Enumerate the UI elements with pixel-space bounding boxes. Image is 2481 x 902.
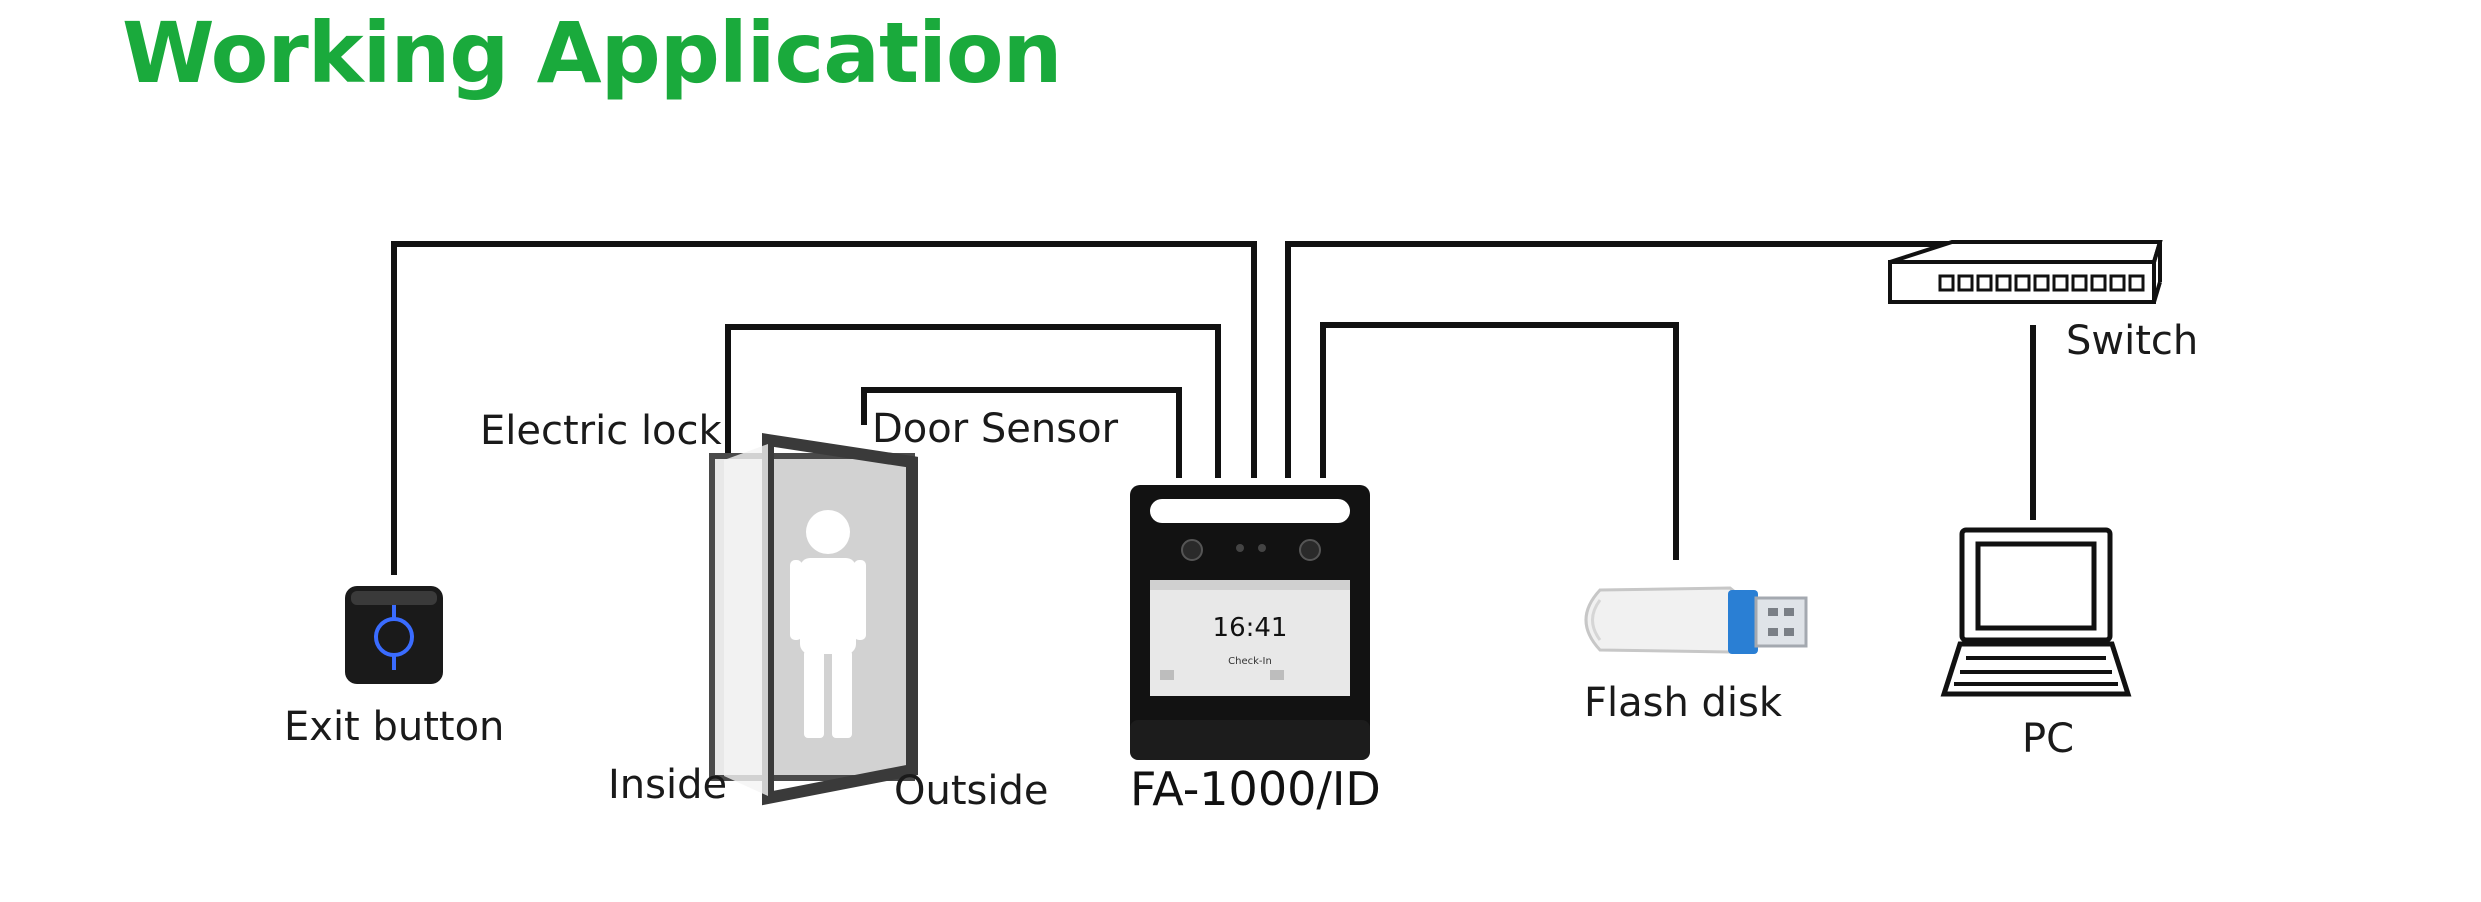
wire-flash-disk [1320,322,1679,560]
label-flash-disk: Flash disk [1584,680,1783,726]
usb-flash-disk-icon [1584,586,1808,654]
label-outside: Outside [894,768,1049,814]
wiring [391,241,2036,575]
person-icon [790,510,866,738]
label-exit-button: Exit button [284,704,505,750]
label-door-sensor: Door Sensor [872,406,1119,452]
wire-exit-button [391,241,1257,575]
label-electric-lock: Electric lock [480,408,722,454]
wire-door-sensor [861,387,1182,478]
laptop-icon [1940,527,2132,697]
page-title: Working Application [122,4,1062,102]
network-switch-icon [1888,240,2163,304]
wire-switch [1285,241,1967,478]
label-device-model: FA-1000/ID [1130,762,1381,816]
label-pc: PC [2022,716,2075,762]
screen-time: 16:41 [1213,613,1288,643]
face-terminal-icon: 16:41 Check-In [1130,485,1370,760]
exit-button-icon [345,586,443,684]
screen-status: Check-In [1228,656,1272,667]
wire-electric-lock [725,324,1221,478]
label-switch: Switch [2066,318,2199,364]
label-inside: Inside [608,762,728,808]
door-icon [709,433,918,806]
